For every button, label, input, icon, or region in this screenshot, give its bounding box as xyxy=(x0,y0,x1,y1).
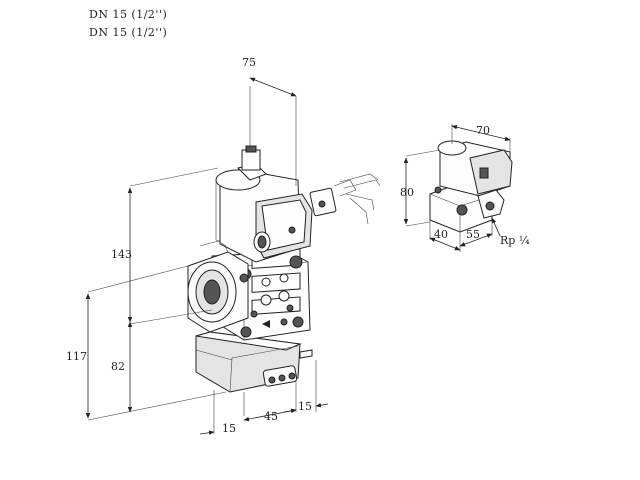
solenoid-housing xyxy=(215,169,313,263)
header-line-2: DN 15 (1/2'') xyxy=(89,26,168,39)
dim-bottom-45: 45 xyxy=(264,410,278,423)
dim-small-80: 80 xyxy=(400,186,414,199)
top-connector xyxy=(237,145,267,181)
small-solenoid-valve xyxy=(429,140,513,233)
thread-label: Rp ¼ xyxy=(500,234,530,247)
dim-bottom-15-left: 15 xyxy=(222,422,236,435)
dim-small-40: 40 xyxy=(434,228,448,241)
header-line-1: DN 15 (1/2'') xyxy=(89,8,168,21)
dim-small-55: 55 xyxy=(466,228,480,241)
dim-height-143: 143 xyxy=(111,248,132,261)
dim-height-82: 82 xyxy=(111,360,125,373)
small-dimensions xyxy=(403,124,511,252)
main-dimensions xyxy=(85,77,329,435)
actuator-box xyxy=(195,331,313,393)
dim-bottom-15-right: 15 xyxy=(298,400,312,413)
main-valve xyxy=(187,145,381,393)
inlet-flange xyxy=(187,239,249,333)
dim-small-70: 70 xyxy=(476,124,490,137)
cable-plug xyxy=(309,173,381,225)
dim-height-117: 117 xyxy=(66,350,87,363)
dim-top-75: 75 xyxy=(242,56,256,69)
